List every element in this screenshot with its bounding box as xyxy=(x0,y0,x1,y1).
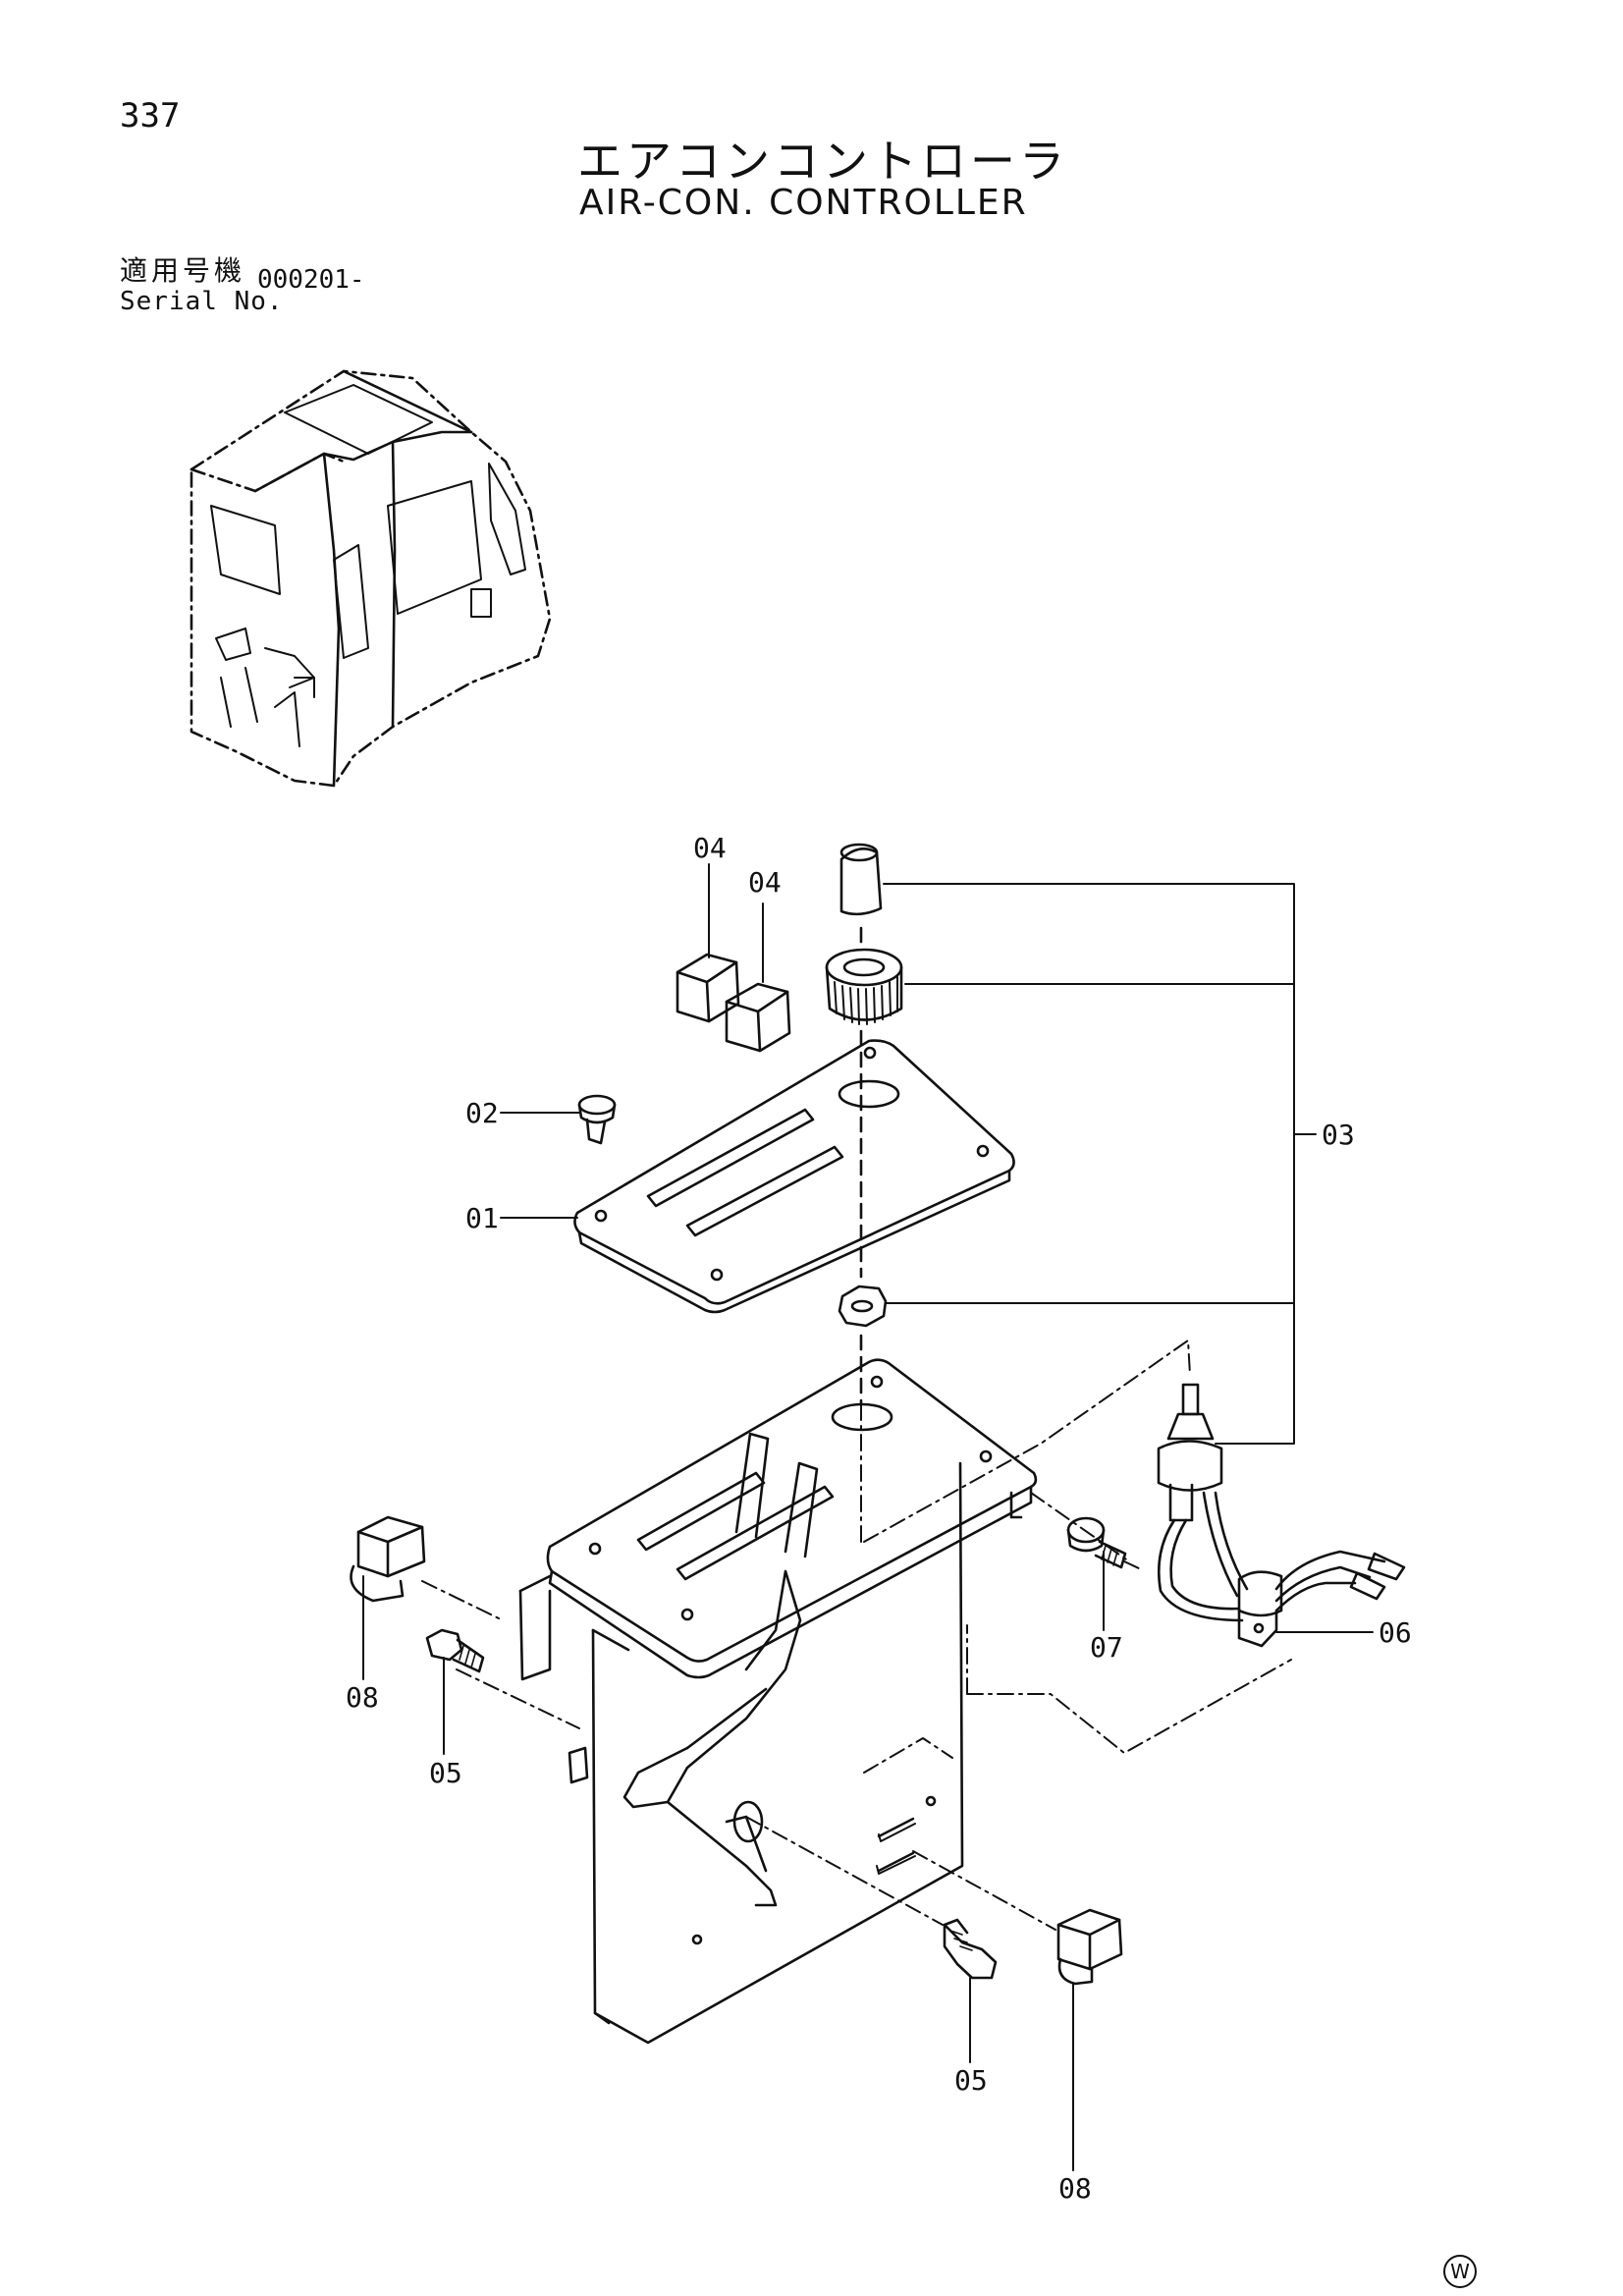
callout-05-bottom: 05 xyxy=(954,2064,988,2097)
callout-01: 01 xyxy=(465,1202,499,1234)
bolt-07 xyxy=(1066,1516,1127,1569)
knurled-knob xyxy=(825,948,903,1025)
leader-lines xyxy=(362,863,1374,2171)
callout-08-left: 08 xyxy=(346,1681,379,1714)
bolt-05-bottom xyxy=(943,1918,998,1980)
switch-harness-06 xyxy=(1157,1383,1406,1648)
callout-06: 06 xyxy=(1379,1616,1412,1649)
hex-nut xyxy=(838,1285,888,1328)
title-english: AIR-CON. CONTROLLER xyxy=(579,183,1028,223)
clip-08-left xyxy=(350,1515,426,1603)
serial-label-japanese: 適用号機 xyxy=(120,254,246,287)
callout-04-b: 04 xyxy=(748,866,782,899)
cover-plate xyxy=(573,1039,1015,1314)
callout-03: 03 xyxy=(1322,1119,1355,1151)
bolt-05-left xyxy=(425,1628,485,1673)
knob-cap xyxy=(839,843,883,916)
slide-knob-pair xyxy=(676,953,791,1053)
lever-bracket xyxy=(518,1358,1038,2045)
callout-07: 07 xyxy=(1090,1631,1123,1664)
callout-05-left: 05 xyxy=(429,1757,462,1789)
serial-label-english: Serial No. xyxy=(120,287,284,316)
serial-number-value: 000201- xyxy=(257,265,365,295)
page-number: 337 xyxy=(120,96,181,136)
assembly-guide-lines xyxy=(421,1339,1292,1931)
clip-08-right xyxy=(1056,1908,1123,1986)
cab-locator-illustration xyxy=(189,369,552,788)
watermark-symbol: W xyxy=(1443,2255,1477,2288)
title-japanese: エアコンコントローラ xyxy=(577,135,1068,188)
callout-04-a: 04 xyxy=(693,832,727,864)
callout-labels: 04 04 02 01 03 08 05 07 06 05 08 xyxy=(346,832,1412,2205)
callout-08-right: 08 xyxy=(1058,2172,1092,2205)
screw-02 xyxy=(577,1094,617,1145)
callout-02: 02 xyxy=(465,1097,499,1129)
